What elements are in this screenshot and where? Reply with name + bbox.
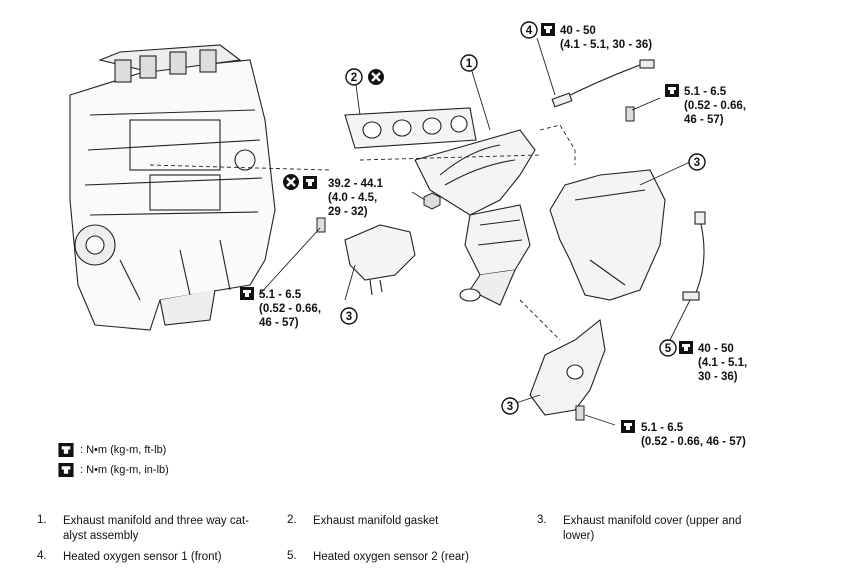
- exhaust-manifold-catalyst: [414, 129, 536, 306]
- svg-text:46 - 57): 46 - 57): [684, 114, 724, 126]
- leader-lines: [149, 37, 691, 426]
- svg-text:(0.52 - 0.66,: (0.52 - 0.66,: [684, 100, 746, 112]
- torque-wrench-icon: [240, 287, 254, 300]
- callout-2: 2: [345, 67, 386, 87]
- svg-text:3: 3: [346, 311, 352, 323]
- torque-wrench-icon: [303, 176, 317, 189]
- torque-wrench-icon: [541, 23, 555, 36]
- legend-text: : N•m (kg-m, ft-lb): [80, 444, 167, 456]
- svg-text:46 - 57): 46 - 57): [259, 317, 299, 329]
- svg-text:5.1 - 6.5: 5.1 - 6.5: [259, 289, 302, 301]
- part-number: 4.: [37, 550, 47, 562]
- torque-nut: 39.2 - 44.1 (4.0 - 4.5, 29 - 32): [281, 172, 384, 218]
- svg-text:(0.52 - 0.66, 46 - 57): (0.52 - 0.66, 46 - 57): [641, 436, 746, 448]
- heated-oxygen-sensor-1: [551, 59, 655, 108]
- svg-text:5.1 - 6.5: 5.1 - 6.5: [684, 86, 727, 98]
- svg-text:5.1 - 6.5: 5.1 - 6.5: [641, 422, 684, 434]
- torque-wrench-icon: [665, 84, 679, 97]
- svg-text:3: 3: [694, 157, 700, 169]
- part-label: Exhaust manifold gasket: [313, 515, 439, 527]
- callout-3-bracket: 3: [340, 307, 358, 325]
- svg-text:(4.1 - 5.1, 30 - 36): (4.1 - 5.1, 30 - 36): [560, 39, 652, 51]
- callout-5: 5 40 - 50 (4.1 - 5.1, 30 - 36): [659, 339, 747, 383]
- heated-oxygen-sensor-2: [682, 211, 706, 301]
- svg-text:39.2 - 44.1: 39.2 - 44.1: [328, 178, 384, 190]
- exhaust-manifold-cover-upper: [549, 169, 666, 301]
- torque-wrench-icon: [58, 443, 74, 457]
- svg-text:40 - 50: 40 - 50: [560, 25, 596, 37]
- svg-text:5: 5: [665, 343, 672, 355]
- torque-left: 5.1 - 6.5 (0.52 - 0.66, 46 - 57): [240, 287, 321, 329]
- torque-wrench-icon: [58, 463, 74, 477]
- legend-in-lb: : N•m (kg-m, in-lb): [58, 463, 169, 477]
- callout-4: 4 40 - 50 (4.1 - 5.1, 30 - 36): [520, 21, 652, 51]
- part-number: 2.: [287, 514, 297, 526]
- callout-3-upper: 3: [688, 153, 706, 171]
- svg-text:(4.1 - 5.1,: (4.1 - 5.1,: [698, 357, 747, 369]
- do-not-reuse-icon: [281, 172, 301, 192]
- part-label: Exhaust manifold cover (upper and lower): [563, 515, 742, 542]
- torque-upper-right: 5.1 - 6.5 (0.52 - 0.66, 46 - 57): [665, 84, 746, 126]
- engine-block: [69, 44, 276, 331]
- part-label: Heated oxygen sensor 1 (front): [63, 551, 222, 563]
- torque-lower-right: 5.1 - 6.5 (0.52 - 0.66, 46 - 57): [621, 420, 746, 448]
- svg-text:2: 2: [351, 72, 357, 84]
- callout-1: 1: [460, 54, 478, 72]
- svg-text:(0.52 - 0.66,: (0.52 - 0.66,: [259, 303, 321, 315]
- part-label: Heated oxygen sensor 2 (rear): [313, 551, 469, 563]
- exhaust-manifold-gasket: [344, 107, 477, 149]
- svg-text:1: 1: [466, 58, 473, 70]
- part-label: Exhaust manifold and three way cat- alys…: [63, 515, 250, 542]
- cover-bracket: [344, 224, 416, 296]
- svg-text:(4.0 - 4.5,: (4.0 - 4.5,: [328, 192, 377, 204]
- exhaust-manifold-cover-lower: [529, 318, 606, 416]
- torque-wrench-icon: [621, 420, 635, 433]
- do-not-reuse-icon: [366, 67, 386, 87]
- svg-text:4: 4: [526, 25, 533, 37]
- part-number: 5.: [287, 550, 297, 562]
- svg-text:30 - 36): 30 - 36): [698, 371, 738, 383]
- torque-wrench-icon: [679, 341, 693, 354]
- part-number: 3.: [537, 514, 547, 526]
- part-number: 1.: [37, 514, 47, 526]
- svg-text:29 - 32): 29 - 32): [328, 206, 368, 218]
- legend-text: : N•m (kg-m, in-lb): [80, 464, 169, 476]
- svg-text:40 - 50: 40 - 50: [698, 343, 734, 355]
- legend-ft-lb: : N•m (kg-m, ft-lb): [58, 443, 166, 457]
- bolts: [316, 106, 635, 421]
- callout-3-lower: 3: [501, 397, 519, 415]
- svg-text:3: 3: [507, 401, 513, 413]
